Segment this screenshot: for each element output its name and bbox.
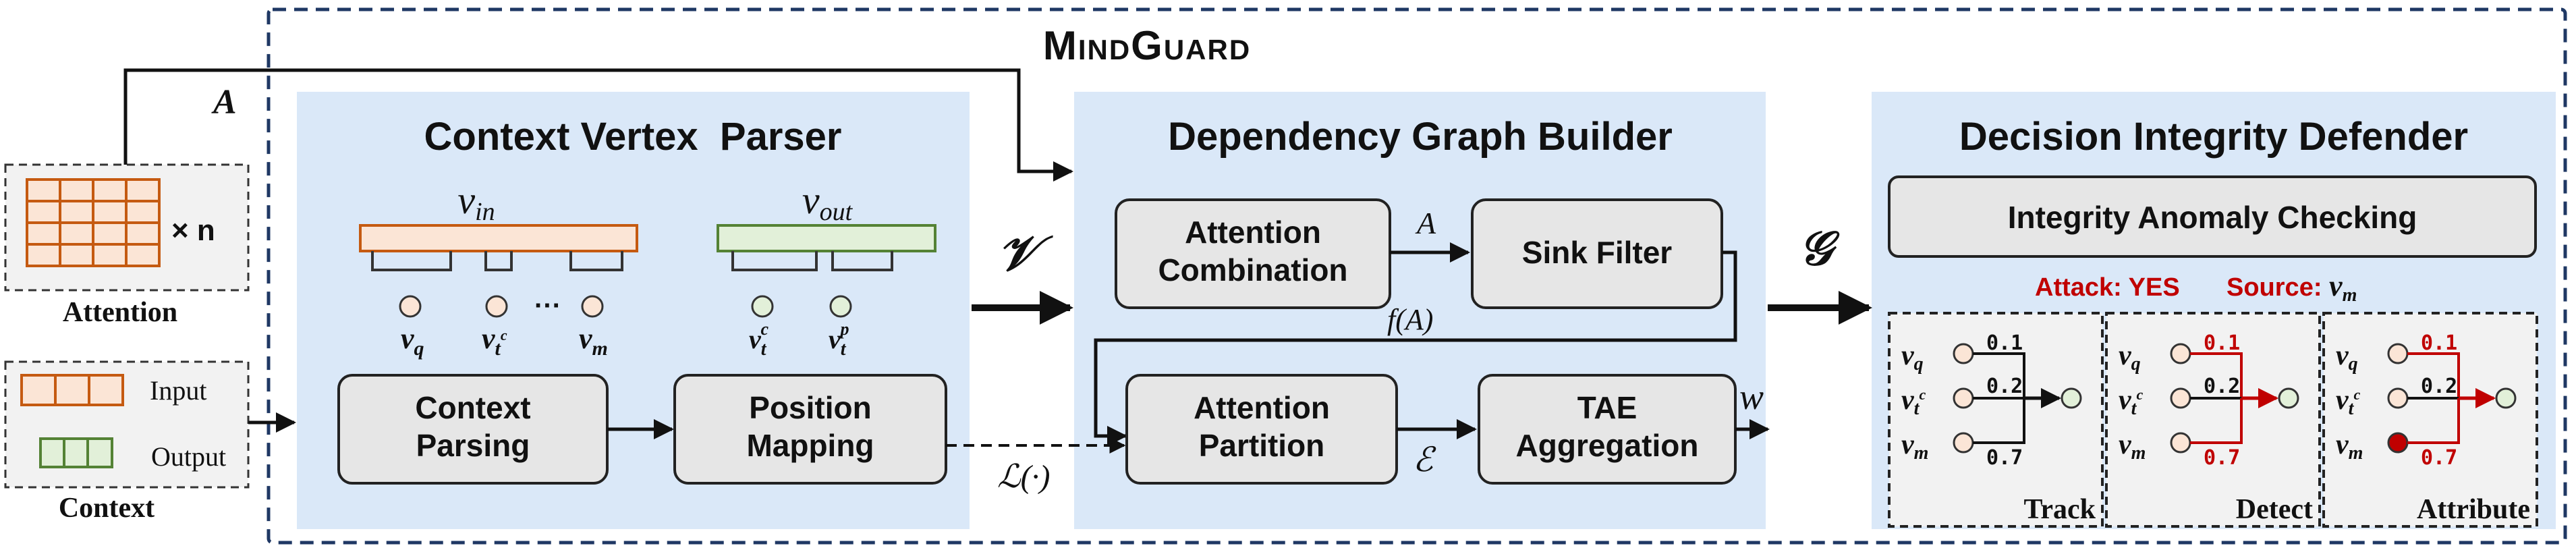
panel-node [2170,387,2191,409]
repeat-label: × n [171,214,215,247]
attention-matrix [26,178,161,267]
vertex-out-p-node [829,295,852,318]
panel-weight: 0.7 [2204,446,2240,470]
vertex-out-p-label: vtp [829,319,849,360]
panel-node [2170,343,2191,364]
attack-label: Attack: YES [2035,273,2180,302]
panel-node [2387,387,2409,409]
panel-node-label: vtc [2119,385,2143,419]
vertex-m-node [581,295,604,318]
panel-node [1953,343,1974,364]
v-out-label: vout [802,178,853,226]
panel-weight: 0.2 [1986,375,2023,398]
f-of-a-label: f(A) [1387,303,1433,336]
loss-label: ℒ(·) [997,459,1051,495]
panel-frame [2105,312,2321,528]
panel-node-label: vm [2119,429,2146,464]
panel-edge [1973,352,2025,398]
panel-node-label: vq [2336,340,2358,375]
vertex-m-label: vm [579,322,608,360]
framework-frame [267,7,2567,545]
panel-edge [1973,398,2025,444]
source-label: Source: vm [2227,269,2357,306]
panel-output-node [2278,387,2299,409]
vertex-out-c-label: vtc [749,319,769,360]
vertex-ellipsis: ··· [534,291,561,321]
attention-a-label: A [1415,206,1436,240]
position-mapping-box [673,374,947,485]
parser-title: Context Vertex Parser [424,115,842,159]
panel-node [2387,432,2409,454]
panel-label: Detect [2236,494,2313,525]
panel-node-label: vq [1901,340,1924,375]
panel-node [1953,432,1974,454]
panel-node-label: vq [2119,340,2141,375]
vertex-q-node [399,295,422,318]
panel-edge [2190,398,2243,444]
anomaly-checking-box [1888,175,2537,258]
panel-label: Attribute [2417,494,2530,525]
panel-output-node [2495,387,2517,409]
panel-edge [2407,352,2460,398]
panel-node-label: vm [1901,429,1928,464]
output-token-row [717,224,936,252]
graph-label: 𝒢 [1799,223,1840,275]
panel-weight: 0.2 [2421,375,2457,398]
attention-caption: Attention [63,297,177,328]
panel-node [2170,432,2191,454]
legend-output-label: Output [151,441,226,472]
weight-label: w [1739,377,1764,417]
panel-label: Track [2023,494,2096,525]
vertex-tc-label: vtc [482,322,507,360]
panel-node [1953,387,1974,409]
output-legend-swatch [39,437,113,468]
framework-title: MindGuard [1043,23,1251,68]
panel-edge [2190,352,2243,398]
v-in-label: vin [457,178,495,226]
vertex-out-c-node [751,295,774,318]
vertex-set-label: 𝒱 [997,227,1053,281]
panel-weight: 0.1 [1986,331,2023,355]
edge-set-label: ℰ [1413,441,1436,478]
panel-node-label: vtc [2336,385,2360,419]
filter-to-partition-arrow [1094,250,1737,446]
panel-node [2387,343,2409,364]
defender-title: Decision Integrity Defender [1959,115,2468,159]
panel-weight: 0.7 [1986,446,2023,470]
vertex-tc-node [485,295,508,318]
builder-title: Dependency Graph Builder [1168,115,1673,159]
panel-frame [1888,312,2104,528]
vertex-q-label: vq [401,322,424,360]
output-token-brackets [731,251,893,271]
sink-filter-label: Sink Filter [1522,235,1672,270]
input-token-brackets [371,251,623,271]
panel-weight: 0.1 [2204,331,2240,355]
attention-route-arrow [123,68,1073,182]
anomaly-checking-label: Integrity Anomaly Checking [2008,200,2417,235]
panel-weight: 0.2 [2204,375,2240,398]
panel-weight: 0.1 [2421,331,2457,355]
input-legend-swatch [20,374,124,406]
panel-weight: 0.7 [2421,446,2457,470]
panel-node-label: vm [2336,429,2363,464]
panel-output-node [2061,387,2082,409]
panel-node-label: vtc [1901,385,1926,419]
input-token-row [359,224,638,252]
legend-input-label: Input [150,375,206,406]
panel-edge [2407,398,2460,444]
context-caption: Context [59,493,155,524]
attention-symbol: A [211,83,237,121]
panel-frame [2322,312,2538,528]
